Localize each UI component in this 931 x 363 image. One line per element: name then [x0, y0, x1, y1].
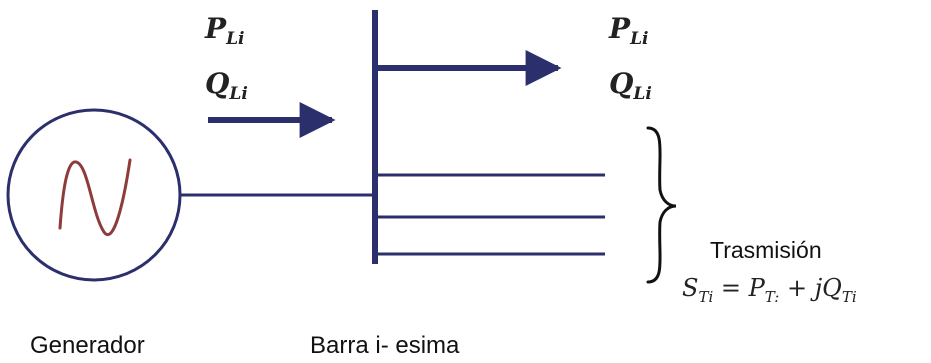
generator-label: Generador	[30, 332, 145, 359]
p-left-label: PLi	[204, 12, 244, 49]
transmission-brace	[646, 126, 677, 284]
bus-label: Barra i- esima	[310, 332, 460, 359]
transmission-equation: STi = PT: + jQTi	[682, 274, 857, 306]
generator-circle	[6, 108, 182, 282]
q-right-label: QLi	[609, 67, 652, 104]
generator-sine-wave	[58, 158, 132, 236]
q-left-label: QLi	[205, 67, 248, 104]
p-right-label: PLi	[608, 12, 648, 49]
transmission-label: Trasmisión	[710, 237, 822, 263]
